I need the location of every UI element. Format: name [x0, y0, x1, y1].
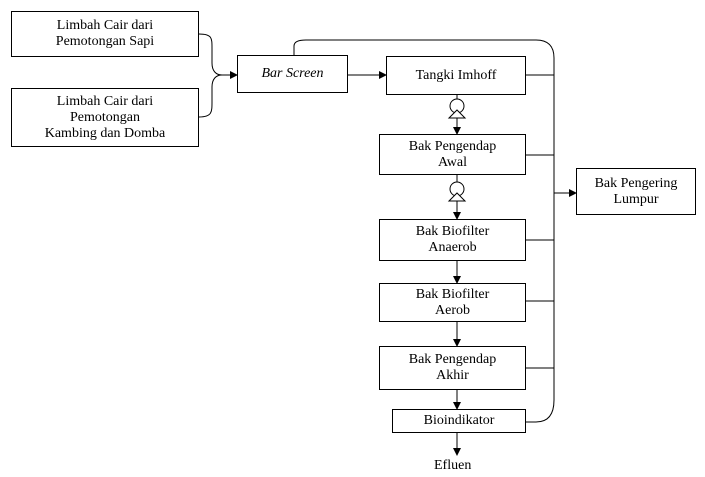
node-bak-pengendap-awal: Bak Pengendap Awal — [379, 134, 526, 175]
node-bak-pengering-lumpur: Bak Pengering Lumpur — [576, 168, 696, 215]
node-limbah-sapi: Limbah Cair dari Pemotongan Sapi — [11, 11, 199, 57]
edge-limbah-sapi-merge — [198, 33, 223, 76]
sludge-rail — [293, 39, 555, 423]
pump-icon-2 — [447, 181, 467, 202]
node-tangki-imhoff: Tangki Imhoff — [386, 56, 526, 95]
pump-icon-1 — [447, 98, 467, 119]
node-limbah-kambing: Limbah Cair dari Pemotongan Kambing dan … — [11, 88, 199, 147]
node-bioindikator: Bioindikator — [392, 409, 526, 433]
node-bar-screen: Bar Screen — [237, 55, 348, 93]
node-bak-biofilter-anaerob: Bak Biofilter Anaerob — [379, 219, 526, 261]
node-bak-pengendap-akhir: Bak Pengendap Akhir — [379, 346, 526, 390]
node-bak-biofilter-aerob: Bak Biofilter Aerob — [379, 283, 526, 322]
edge-limbah-kambing-merge — [198, 74, 223, 118]
output-efluen-label: Efluen — [434, 458, 472, 473]
